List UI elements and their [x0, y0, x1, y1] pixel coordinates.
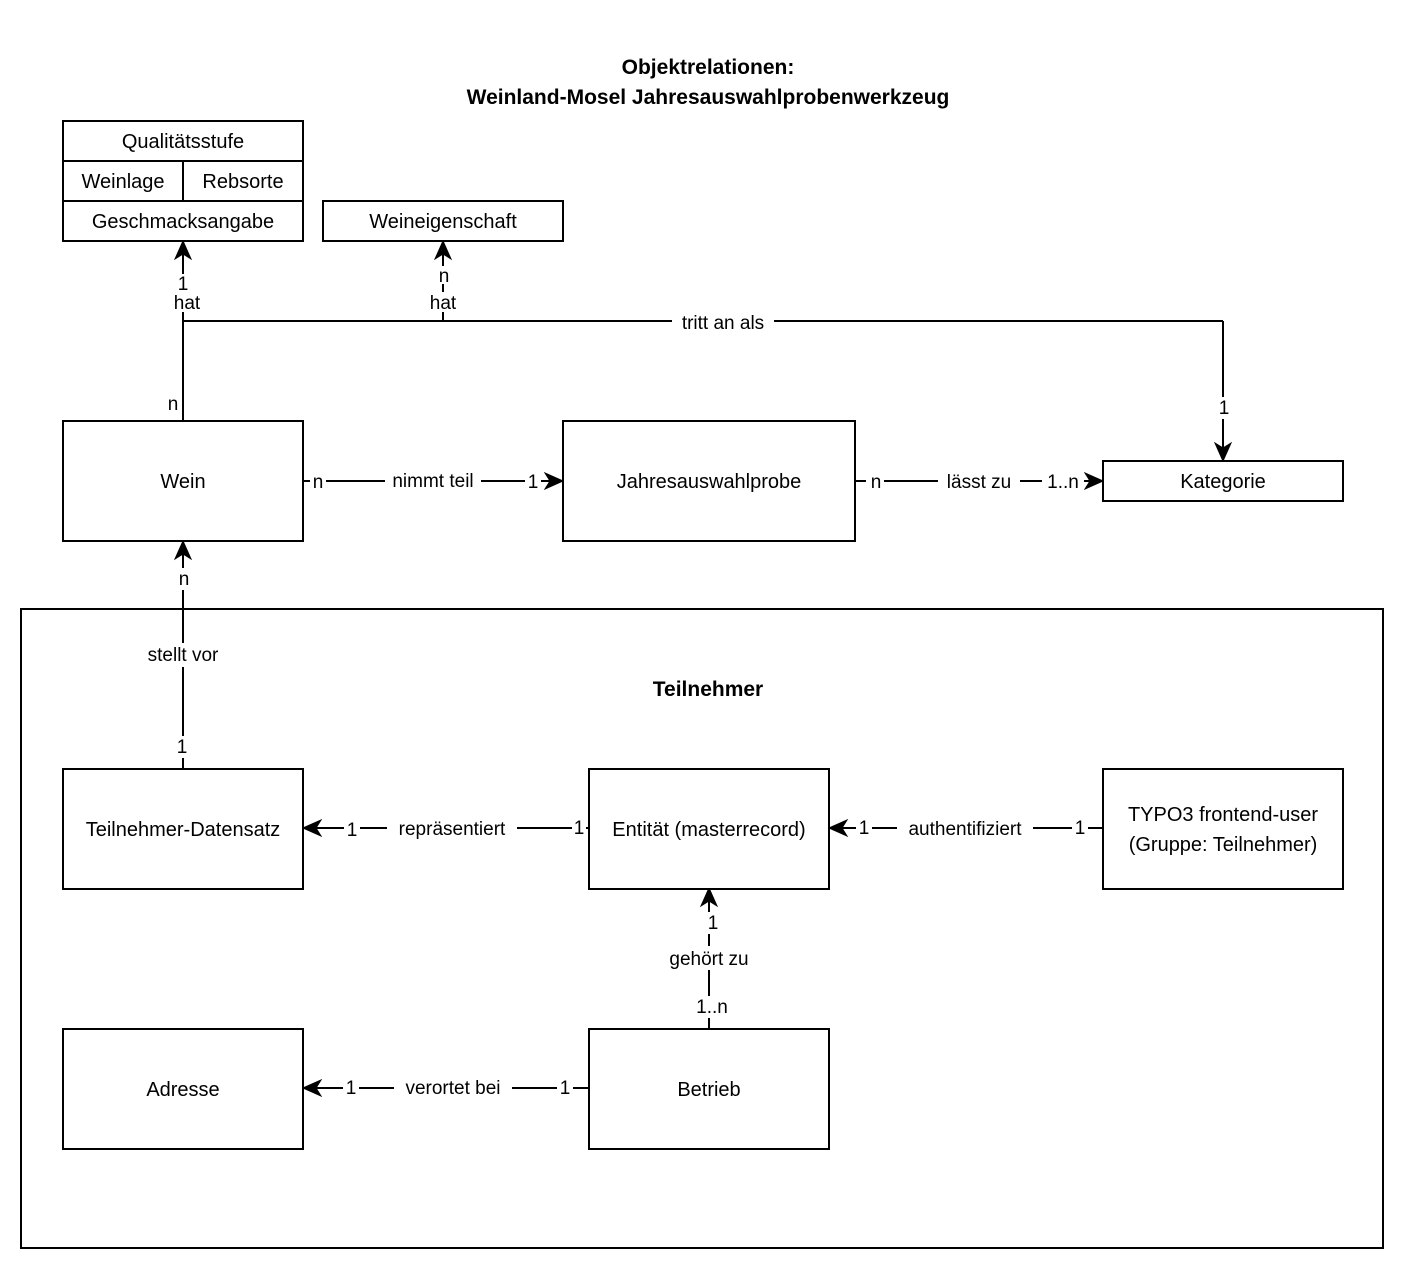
label-wein-attributes: hat	[174, 293, 201, 314]
entity-attribute-group[interactable]: Qualitätsstufe Weinlage Rebsorte Geschma…	[62, 120, 304, 242]
card-betrieb-adresse-target: 1	[346, 1078, 357, 1099]
entity-betrieb[interactable]: Betrieb	[588, 1028, 830, 1150]
card-wein-attributes-target: 1	[178, 274, 189, 295]
card-betrieb-entitaet-source: 1..n	[696, 997, 728, 1018]
edge-wein-weineigenschaft	[183, 239, 453, 322]
entity-typo3-user-line-2: (Gruppe: Teilnehmer)	[1129, 834, 1318, 856]
entity-typo3-user-line-1: TYPO3 frontend-user	[1128, 804, 1318, 826]
title-line-1: Objektrelationen:	[622, 56, 795, 79]
card-probe-kategorie-source: n	[871, 472, 882, 493]
card-datensatz-wein-target: n	[179, 569, 190, 590]
entity-jahresauswahlprobe-label: Jahresauswahlprobe	[617, 471, 802, 493]
entity-entitaet[interactable]: Entität (masterrecord)	[588, 768, 830, 890]
entity-geschmacksangabe: Geschmacksangabe	[92, 211, 274, 233]
label-wein-kategorie: tritt an als	[682, 313, 764, 334]
title-line-2: Weinland-Mosel Jahresauswahlprobenwerkze…	[467, 86, 950, 109]
label-probe-kategorie: lässt zu	[947, 472, 1011, 493]
entity-adresse[interactable]: Adresse	[62, 1028, 304, 1150]
entity-typo3-frontend-user[interactable]: TYPO3 frontend-user (Gruppe: Teilnehmer)	[1102, 768, 1344, 890]
entity-qualitaetsstufe: Qualitätsstufe	[122, 131, 244, 153]
entity-teilnehmer-datensatz-label: Teilnehmer-Datensatz	[86, 819, 281, 841]
entity-kategorie-label: Kategorie	[1180, 471, 1266, 493]
entity-entitaet-label: Entität (masterrecord)	[612, 819, 805, 841]
label-datensatz-wein: stellt vor	[148, 645, 219, 666]
entity-jahresauswahlprobe[interactable]: Jahresauswahlprobe	[562, 420, 856, 542]
entity-teilnehmer-datensatz[interactable]: Teilnehmer-Datensatz	[62, 768, 304, 890]
card-user-entitaet-target: 1	[859, 818, 870, 839]
entity-betrieb-label: Betrieb	[677, 1079, 740, 1101]
card-wein-kategorie-target: 1	[1219, 398, 1230, 419]
entity-wein-label: Wein	[160, 471, 205, 493]
entity-wein[interactable]: Wein	[62, 420, 304, 542]
entity-kategorie[interactable]: Kategorie	[1102, 460, 1344, 502]
entity-weineigenschaft-label: Weineigenschaft	[369, 211, 517, 233]
card-entitaet-datensatz-source: 1	[574, 818, 585, 839]
card-wein-probe-source: n	[313, 472, 324, 493]
card-datensatz-wein-source: 1	[177, 737, 188, 758]
card-probe-kategorie-target: 1..n	[1047, 472, 1079, 493]
entity-rebsorte: Rebsorte	[202, 171, 283, 193]
entity-adresse-label: Adresse	[146, 1079, 219, 1101]
label-betrieb-entitaet: gehört zu	[669, 949, 748, 970]
entity-weinlage: Weinlage	[81, 171, 164, 193]
label-wein-probe: nimmt teil	[392, 471, 473, 492]
entity-weineigenschaft[interactable]: Weineigenschaft	[322, 200, 564, 242]
card-betrieb-adresse-source: 1	[560, 1078, 571, 1099]
card-user-entitaet-source: 1	[1075, 818, 1086, 839]
edge-wein-kategorie	[443, 320, 1233, 463]
card-betrieb-entitaet-target: 1	[708, 913, 719, 934]
card-entitaet-datensatz-target: 1	[347, 820, 358, 841]
label-entitaet-datensatz: repräsentiert	[399, 819, 506, 840]
card-wein-attributes-source: n	[168, 394, 179, 415]
teilnehmer-container	[20, 608, 1384, 1249]
label-user-entitaet: authentifiziert	[908, 819, 1022, 840]
teilnehmer-container-label: Teilnehmer	[653, 678, 763, 701]
card-wein-weineigenschaft-target: n	[439, 266, 450, 287]
label-wein-weineigenschaft: hat	[430, 293, 457, 314]
label-betrieb-adresse: verortet bei	[405, 1078, 500, 1099]
card-wein-probe-target: 1	[528, 472, 539, 493]
